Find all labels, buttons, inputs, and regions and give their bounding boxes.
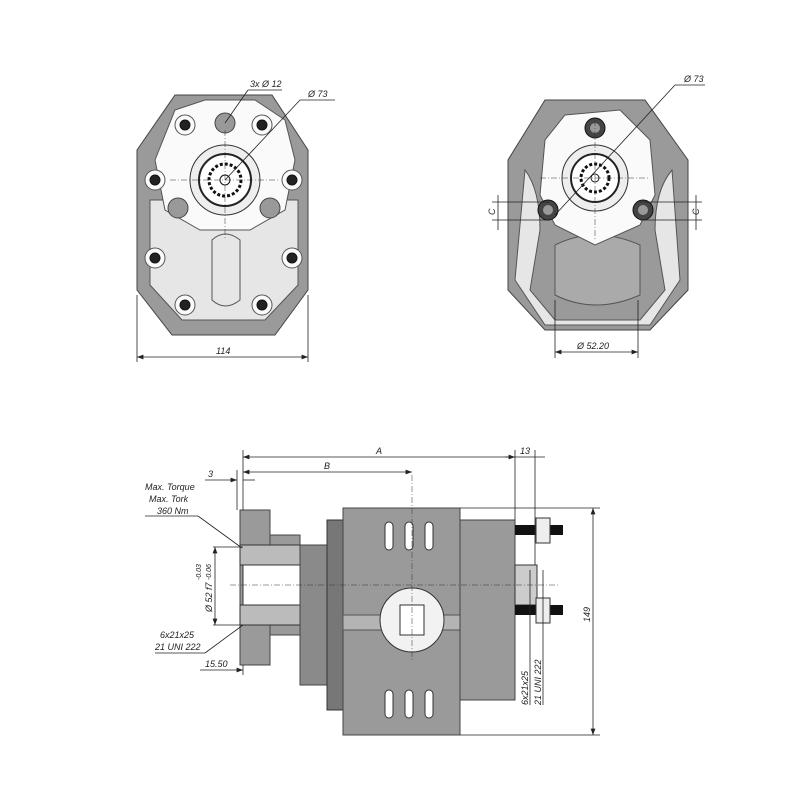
- c-label-left: C: [487, 208, 497, 215]
- spline-right-line1: 6x21x25: [520, 670, 530, 705]
- body-slots: [384, 521, 434, 719]
- pilot-diameter-label-right: Ø 73: [683, 74, 704, 84]
- spline-left-line1: 6x21x25: [160, 630, 195, 640]
- height-dimension: 149: [582, 607, 592, 622]
- c-label-right: C: [691, 208, 701, 215]
- dimension-a: A: [375, 446, 382, 456]
- side-view: A B 3 13 Max. Torque Max. Tork 360 Nm Ø …: [145, 446, 600, 736]
- bolt-holes: [144, 112, 303, 316]
- dimension-15-50: 15.50: [205, 659, 228, 669]
- dimension-b: B: [324, 461, 330, 471]
- pilot-diameter-label-left: Ø 73: [307, 89, 328, 99]
- spigot-tolerance-lower: -0.06: [206, 564, 213, 580]
- dimension-3: 3: [208, 469, 213, 479]
- torque-label-1: Max. Torque: [145, 482, 195, 492]
- spigot-tolerance-upper: -0.03: [196, 564, 203, 580]
- front-view-left: 3x Ø 12 Ø 73 114: [136, 79, 335, 362]
- dimension-13: 13: [520, 446, 530, 456]
- spline-left-line2: 21 UNI 222: [154, 642, 201, 652]
- torque-label-2: Max. Tork: [149, 494, 189, 504]
- holes-label: 3x Ø 12: [250, 79, 282, 89]
- torque-value: 360 Nm: [157, 506, 189, 516]
- spigot-diameter-label: Ø 52 f7: [204, 581, 214, 613]
- shaft-diameter-label: Ø 52.20: [576, 341, 609, 351]
- spline-right-line2: 21 UNI 222: [533, 659, 543, 706]
- front-view-right: Ø 73 C C Ø 52.20: [487, 74, 705, 358]
- width-dimension: 114: [216, 346, 230, 356]
